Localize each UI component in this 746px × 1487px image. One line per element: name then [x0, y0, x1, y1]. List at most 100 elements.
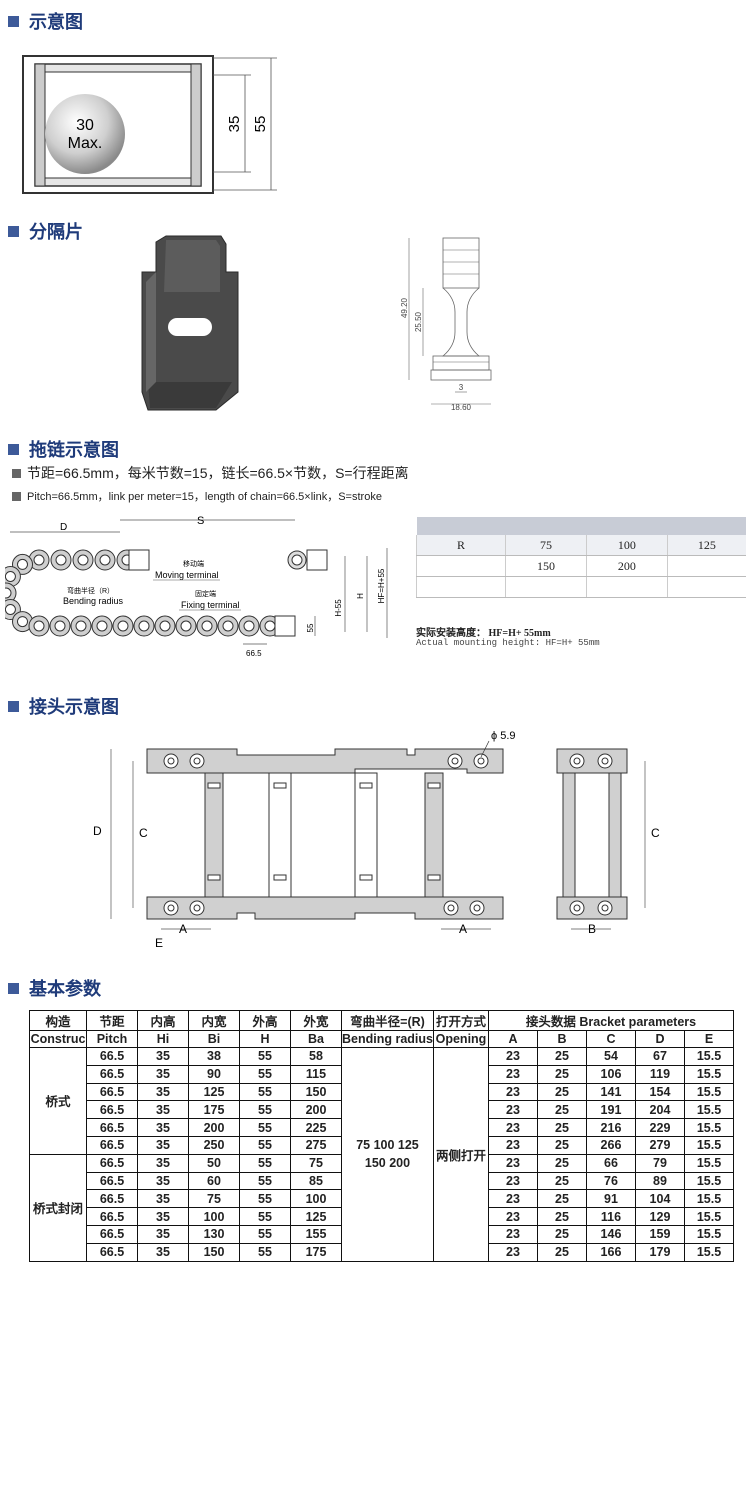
square-bullet-icon: [8, 225, 19, 237]
table-cell: 35: [137, 1242, 189, 1262]
table-cell: 89: [634, 1171, 685, 1191]
label-H-55: H-55: [334, 599, 343, 617]
label-A-left: A: [179, 922, 187, 936]
bracket-upright: [204, 772, 224, 898]
bend-line-1: 75 100 125: [356, 1138, 419, 1153]
chain-link-hole: [222, 620, 234, 632]
th-en: B: [536, 1030, 587, 1048]
section-title-text: 拖链示意图: [29, 440, 119, 460]
table-cell: 175: [188, 1100, 240, 1120]
table-cell: 25: [536, 1207, 587, 1226]
table-cell: 25: [536, 1047, 587, 1066]
moving-terminal-block: [128, 549, 150, 571]
table-cell: 66.5: [86, 1171, 138, 1191]
table-cell: 55: [239, 1153, 291, 1173]
th-cn: 弯曲半径=(R): [341, 1010, 434, 1031]
table-cell: 55: [239, 1118, 291, 1137]
th-cn: 外高: [239, 1010, 291, 1031]
chain-arc-links: [5, 553, 33, 633]
table-cell: 15.5: [683, 1064, 734, 1084]
table-cell: 66: [585, 1153, 636, 1173]
square-bullet-icon: [8, 982, 19, 994]
bending-radius-table: R 75 100 125 150 200: [416, 517, 746, 598]
r-value: 125: [666, 535, 746, 556]
square-bullet-icon: [12, 468, 21, 478]
chain-info-en-text: Pitch=66.5mm，link per meter=15，length of…: [27, 491, 382, 503]
table-cell: 15.5: [683, 1189, 734, 1209]
parameter-table: 构造 节距 内高 内宽 外高 外宽 弯曲半径=(R) 打开方式 接头数据 Bra…: [29, 1010, 734, 1262]
chain-link-hole: [99, 554, 111, 566]
square-bullet-icon: [12, 491, 21, 501]
table-cell: 66.5: [86, 1118, 138, 1137]
table-cell: 76: [585, 1171, 636, 1191]
label-D: D: [60, 522, 67, 533]
table-cell: 23: [487, 1153, 538, 1173]
chain-bottom-links: [28, 615, 281, 637]
ball-label-1: 30: [76, 117, 94, 134]
table-cell: 23: [487, 1118, 538, 1137]
table-cell: 35: [137, 1224, 189, 1244]
label-bend-en: Bending radius: [63, 596, 124, 606]
table-cell: 35: [137, 1082, 189, 1102]
table-cell: 15.5: [683, 1153, 734, 1173]
table-cell: 67: [634, 1047, 685, 1066]
moving-terminal-end: [306, 549, 328, 571]
chain-link-hole: [77, 554, 89, 566]
outer-frame: [22, 55, 214, 194]
table-cell: 23: [487, 1224, 538, 1244]
th-en: Construc: [29, 1030, 87, 1048]
table-cell: 25: [536, 1189, 587, 1209]
th-en: C: [585, 1030, 636, 1048]
table-cell: 125: [188, 1082, 240, 1102]
table-cell: 150: [188, 1242, 240, 1262]
table-cell: 15.5: [683, 1047, 734, 1066]
th-cn: 节距: [86, 1010, 138, 1031]
chain-link-hole: [5, 571, 16, 582]
table-cell: 15.5: [683, 1118, 734, 1137]
small-bracket-top: [556, 748, 628, 774]
separator-drawing: 49.20 25.50 3 18.60: [400, 237, 492, 412]
table-cell: 100: [290, 1189, 342, 1209]
table-cell: 35: [137, 1207, 189, 1226]
table-cell: 25: [536, 1118, 587, 1137]
bracket-upright: [354, 772, 378, 898]
table-cell: 23: [487, 1047, 538, 1066]
th-en: Bending radius: [341, 1030, 434, 1048]
table-cell: 90: [188, 1064, 240, 1084]
label-B: B: [588, 922, 596, 936]
chain-top-links: [28, 549, 138, 571]
table-cell: 104: [634, 1189, 685, 1209]
chain-link-hole: [33, 620, 45, 632]
table-cell: 66.5: [86, 1224, 138, 1244]
table-cell: 60: [188, 1171, 240, 1191]
table-cell: 25: [536, 1100, 587, 1120]
label-A-right: A: [459, 922, 467, 936]
mount-note-cn: 实际安装高度： HF=H+ 55mm: [416, 628, 551, 639]
r-table-header-bar: [416, 517, 746, 535]
table-cell: 66.5: [86, 1207, 138, 1226]
table-cell: 35: [137, 1100, 189, 1120]
max-ball: [45, 94, 125, 174]
table-cell: 35: [137, 1171, 189, 1191]
table-cell: 23: [487, 1171, 538, 1191]
table-cell: 58: [290, 1047, 342, 1066]
table-cell: 66.5: [86, 1189, 138, 1209]
table-cell: 115: [290, 1064, 342, 1084]
th-cn: 打开方式: [432, 1010, 489, 1031]
table-cell: 35: [137, 1118, 189, 1137]
r-value: 200: [585, 555, 668, 577]
table-cell: 15.5: [683, 1224, 734, 1244]
chain-link-hole: [180, 620, 192, 632]
r-empty: [416, 555, 506, 577]
table-cell: 85: [290, 1171, 342, 1191]
chain-info-cn: 节距=66.5mm，每米节数=15，链长=66.5×节数，S=行程距离: [12, 463, 409, 483]
dim-3: 3: [459, 383, 464, 392]
table-cell: 129: [634, 1207, 685, 1226]
th-en: Pitch: [86, 1030, 138, 1048]
chain-link-hole: [264, 620, 276, 632]
th-cn: 内高: [137, 1010, 189, 1031]
separator-slot: [168, 318, 212, 336]
label-HF: HF=H+55: [377, 568, 386, 603]
